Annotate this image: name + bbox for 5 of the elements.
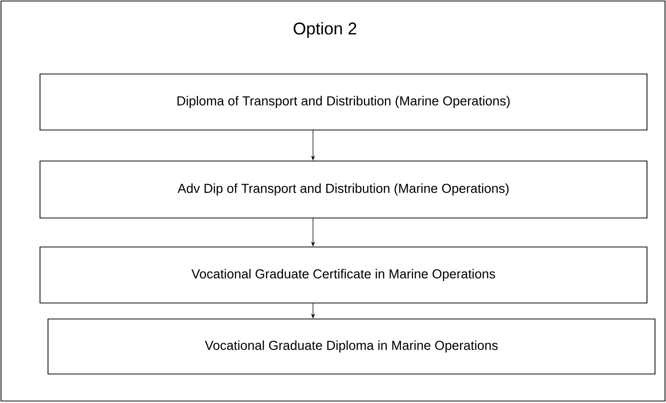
title: Option 2 [294, 22, 356, 38]
process-box: Diploma of Transport and Distribution (Marine Operations) [40, 74, 648, 130]
process-box: Vocational Graduate Certificate in Marine Operations [40, 246, 648, 304]
process-box: Vocational Graduate Diploma in Marine Operations [48, 318, 656, 374]
process-box: Adv Dip of Transport and Distribution (Marine Operations) [40, 160, 648, 218]
